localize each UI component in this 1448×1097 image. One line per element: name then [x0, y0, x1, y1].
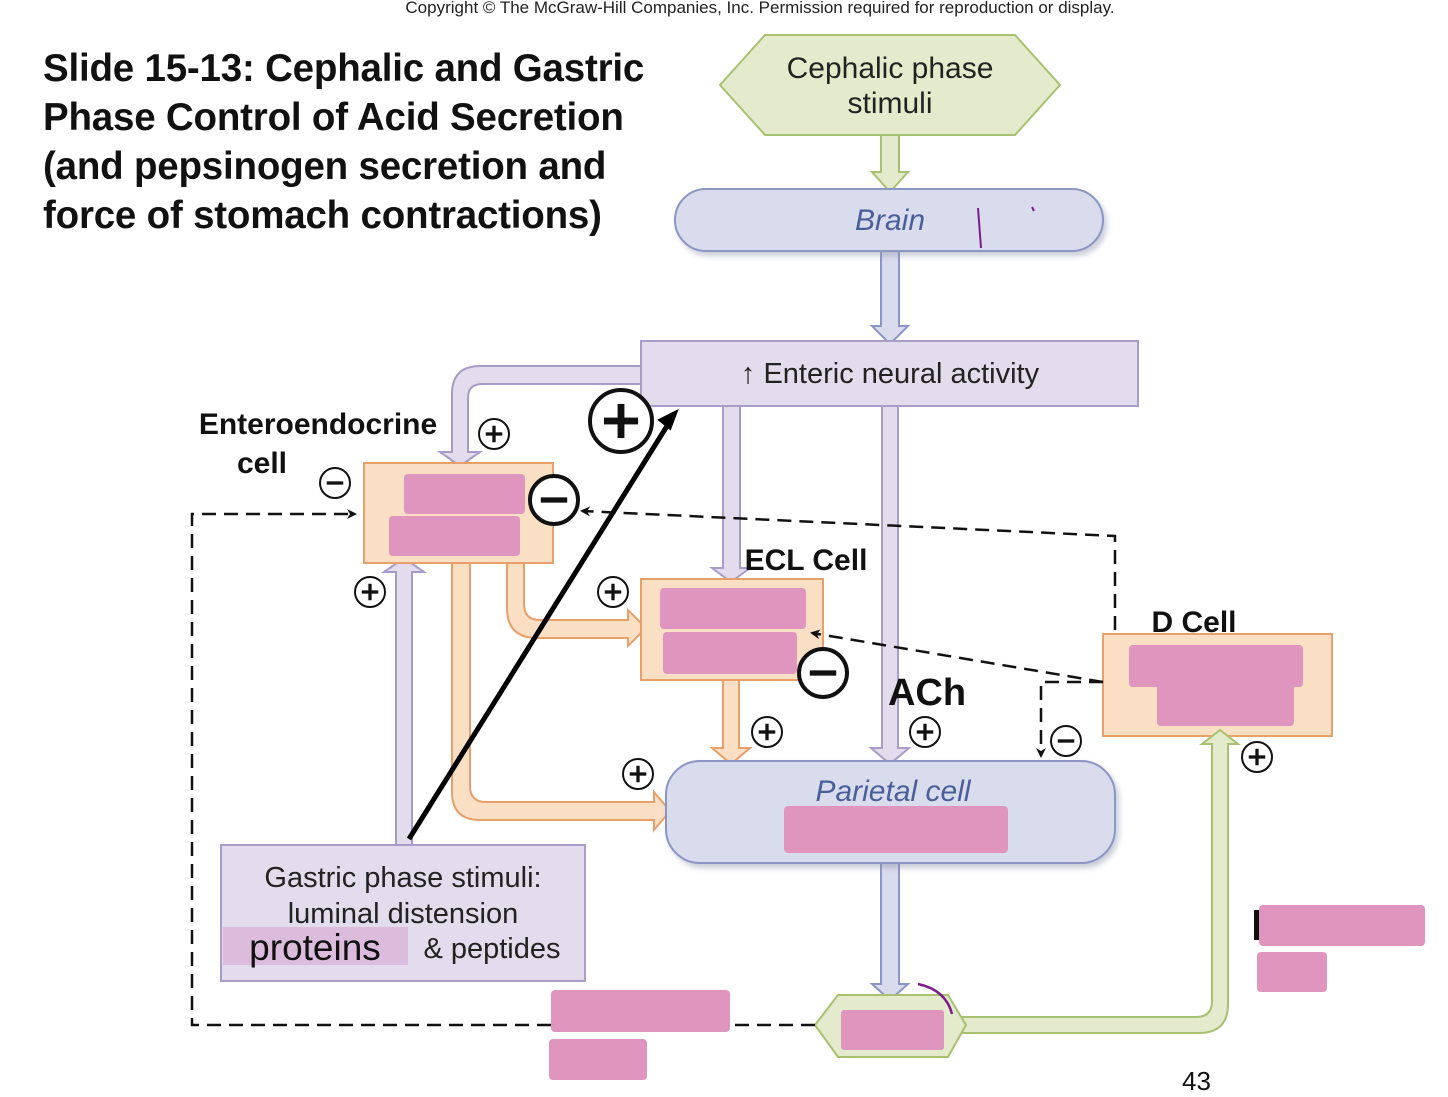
ecl-cell-node — [640, 578, 824, 681]
circled-minus-icon — [528, 474, 580, 526]
circled-minus-icon — [1050, 725, 1082, 757]
parietal-to-product-arrow — [869, 861, 911, 1002]
d-cell-to-parietal-inhibition — [1036, 680, 1103, 758]
enteroendocrine-label-line1: Enteroendocrine — [199, 408, 437, 441]
brain-node: Brain — [674, 188, 1104, 252]
redacted-label — [551, 990, 730, 1032]
cephalic-to-brain-arrow — [869, 129, 911, 194]
gastric-phase-stimuli-node: Gastric phase stimuli: luminal distensio… — [220, 844, 586, 982]
circled-plus-icon — [597, 576, 629, 608]
slide-title: Slide 15-13: Cephalic and Gastric Phase … — [43, 47, 645, 237]
redacted-label — [389, 516, 520, 556]
ach-label: ACh — [888, 672, 966, 714]
annotation-pen-mark — [977, 207, 982, 249]
arrowhead-icon — [657, 408, 679, 431]
ecl-to-parietal-arrow — [709, 679, 753, 766]
gastric-label-line1: Gastric phase stimuli: — [264, 862, 541, 894]
redacted-label — [663, 632, 797, 674]
annotation-pen-dot — [1031, 206, 1035, 212]
enteroendocrine-label-line2: cell — [237, 447, 287, 480]
cephalic-label-line1: Cephalic phase — [787, 52, 994, 85]
redacted-label — [404, 474, 525, 514]
gastric-to-enteric-stimulation-arrow — [406, 416, 675, 841]
enteric-to-enteroendocrine-arrow — [436, 365, 643, 468]
partial-text-fragment — [1254, 910, 1262, 940]
circled-plus-icon — [1241, 741, 1273, 773]
redacted-label — [1129, 645, 1303, 687]
cephalic-label-line2: stimuli — [847, 87, 932, 120]
circled-plus-icon — [588, 388, 654, 454]
enteroendocrine-cell-node — [363, 462, 554, 564]
copyright-notice: Copyright © The McGraw-Hill Companies, I… — [405, 0, 1115, 17]
circled-plus-icon — [751, 716, 783, 748]
circled-minus-icon — [797, 647, 849, 699]
d-cell-label: D Cell — [1151, 606, 1236, 639]
brain-label: Brain — [855, 204, 925, 237]
redacted-label — [841, 1010, 944, 1050]
ecl-cell-label: ECL Cell — [745, 544, 868, 577]
circled-plus-icon — [354, 576, 386, 608]
sign-icons — [319, 388, 1273, 790]
circled-plus-icon — [909, 716, 941, 748]
annotation-pen-arc — [917, 982, 954, 1015]
redacted-label — [784, 806, 1008, 853]
gastric-label-peptides: & peptides — [423, 933, 560, 965]
page-number: 43 — [1182, 1066, 1211, 1096]
enteroendocrine-to-parietal-arrow — [451, 561, 672, 833]
redacted-label — [660, 588, 806, 629]
enteric-to-ecl-arrow — [708, 405, 754, 584]
product-node — [813, 982, 968, 1058]
d-cell-to-enteroendocrine-inhibition — [580, 506, 1117, 630]
redacted-label — [549, 1039, 647, 1080]
redacted-label — [1257, 952, 1327, 992]
enteric-label: ↑ Enteric neural activity — [741, 358, 1040, 390]
redacted-label — [1157, 684, 1294, 726]
redacted-label — [1259, 905, 1425, 946]
gastric-label-proteins: proteins — [249, 927, 381, 968]
parietal-cell-node: Parietal cell — [665, 760, 1116, 864]
circled-plus-icon — [478, 418, 510, 450]
product-to-enteroendocrine-inhibition — [190, 509, 815, 1027]
enteric-to-parietal-arrow — [868, 405, 912, 766]
gastric-to-enteroendocrine-arrow — [380, 556, 428, 846]
product-to-d-cell-arrow — [949, 728, 1241, 1034]
circled-minus-icon — [319, 467, 351, 499]
gastric-label-line2: luminal distension — [288, 898, 519, 930]
d-cell-to-ecl-inhibition — [810, 629, 1104, 684]
brain-to-enteric-arrow — [869, 249, 911, 346]
proteins-highlight — [223, 927, 408, 965]
dashed-feedback-lines — [190, 506, 1117, 1027]
circled-plus-icon — [622, 758, 654, 790]
d-cell-node — [1102, 633, 1333, 737]
enteric-neural-activity-node: ↑ Enteric neural activity — [640, 340, 1139, 407]
parietal-cell-label: Parietal cell — [815, 775, 971, 808]
cephalic-phase-stimuli-node: Cephalic phase stimuli — [718, 34, 1062, 136]
